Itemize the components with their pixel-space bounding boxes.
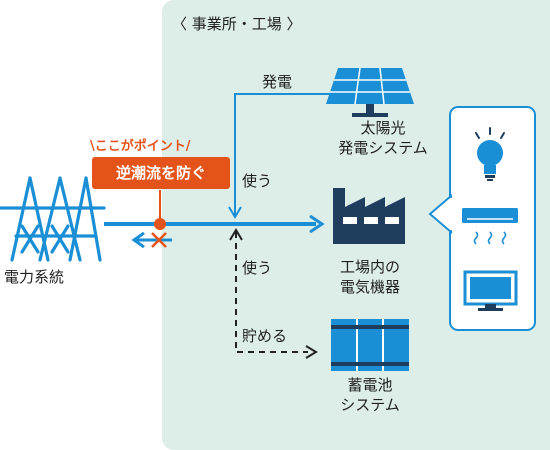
generation-line: [234, 93, 330, 215]
factory-equipment-label: 工場内の 電気機器: [339, 258, 400, 296]
generation-arrowhead: [228, 206, 242, 219]
solar-panel-icon: [326, 67, 414, 117]
main-arrowhead: [309, 214, 325, 234]
block-x-icon: [151, 232, 167, 248]
light-bulb-icon: [475, 127, 505, 181]
air-conditioner-icon: [462, 208, 518, 245]
reverse-flow-arrowhead: [131, 231, 145, 249]
key-point-label: \ここがポイント/: [90, 139, 191, 154]
generation-label: 発電: [262, 73, 293, 91]
power-grid-label: 電力系統: [4, 268, 65, 286]
use-label-top: 使う: [242, 172, 273, 190]
battery-right-arrowhead: [305, 345, 318, 359]
monitor-icon: [463, 270, 518, 311]
factory-icon: [333, 188, 405, 244]
power-tower-icon: [0, 176, 106, 262]
section-title: 〈 事業所・工場 〉: [172, 15, 302, 33]
check-point-dot: [154, 218, 166, 230]
solar-system-label: 太陽光 発電システム: [338, 119, 428, 157]
battery-system-label: 蓄電池 システム: [340, 376, 400, 414]
reverse-flow-badge: 逆潮流を防ぐ: [92, 157, 230, 189]
battery-cabinet-icon: [331, 319, 409, 371]
battery-up-arrowhead: [229, 228, 243, 241]
store-label: 貯める: [242, 327, 288, 345]
use-label-bottom: 使う: [242, 259, 273, 277]
battery-dashed-line: [235, 232, 308, 353]
